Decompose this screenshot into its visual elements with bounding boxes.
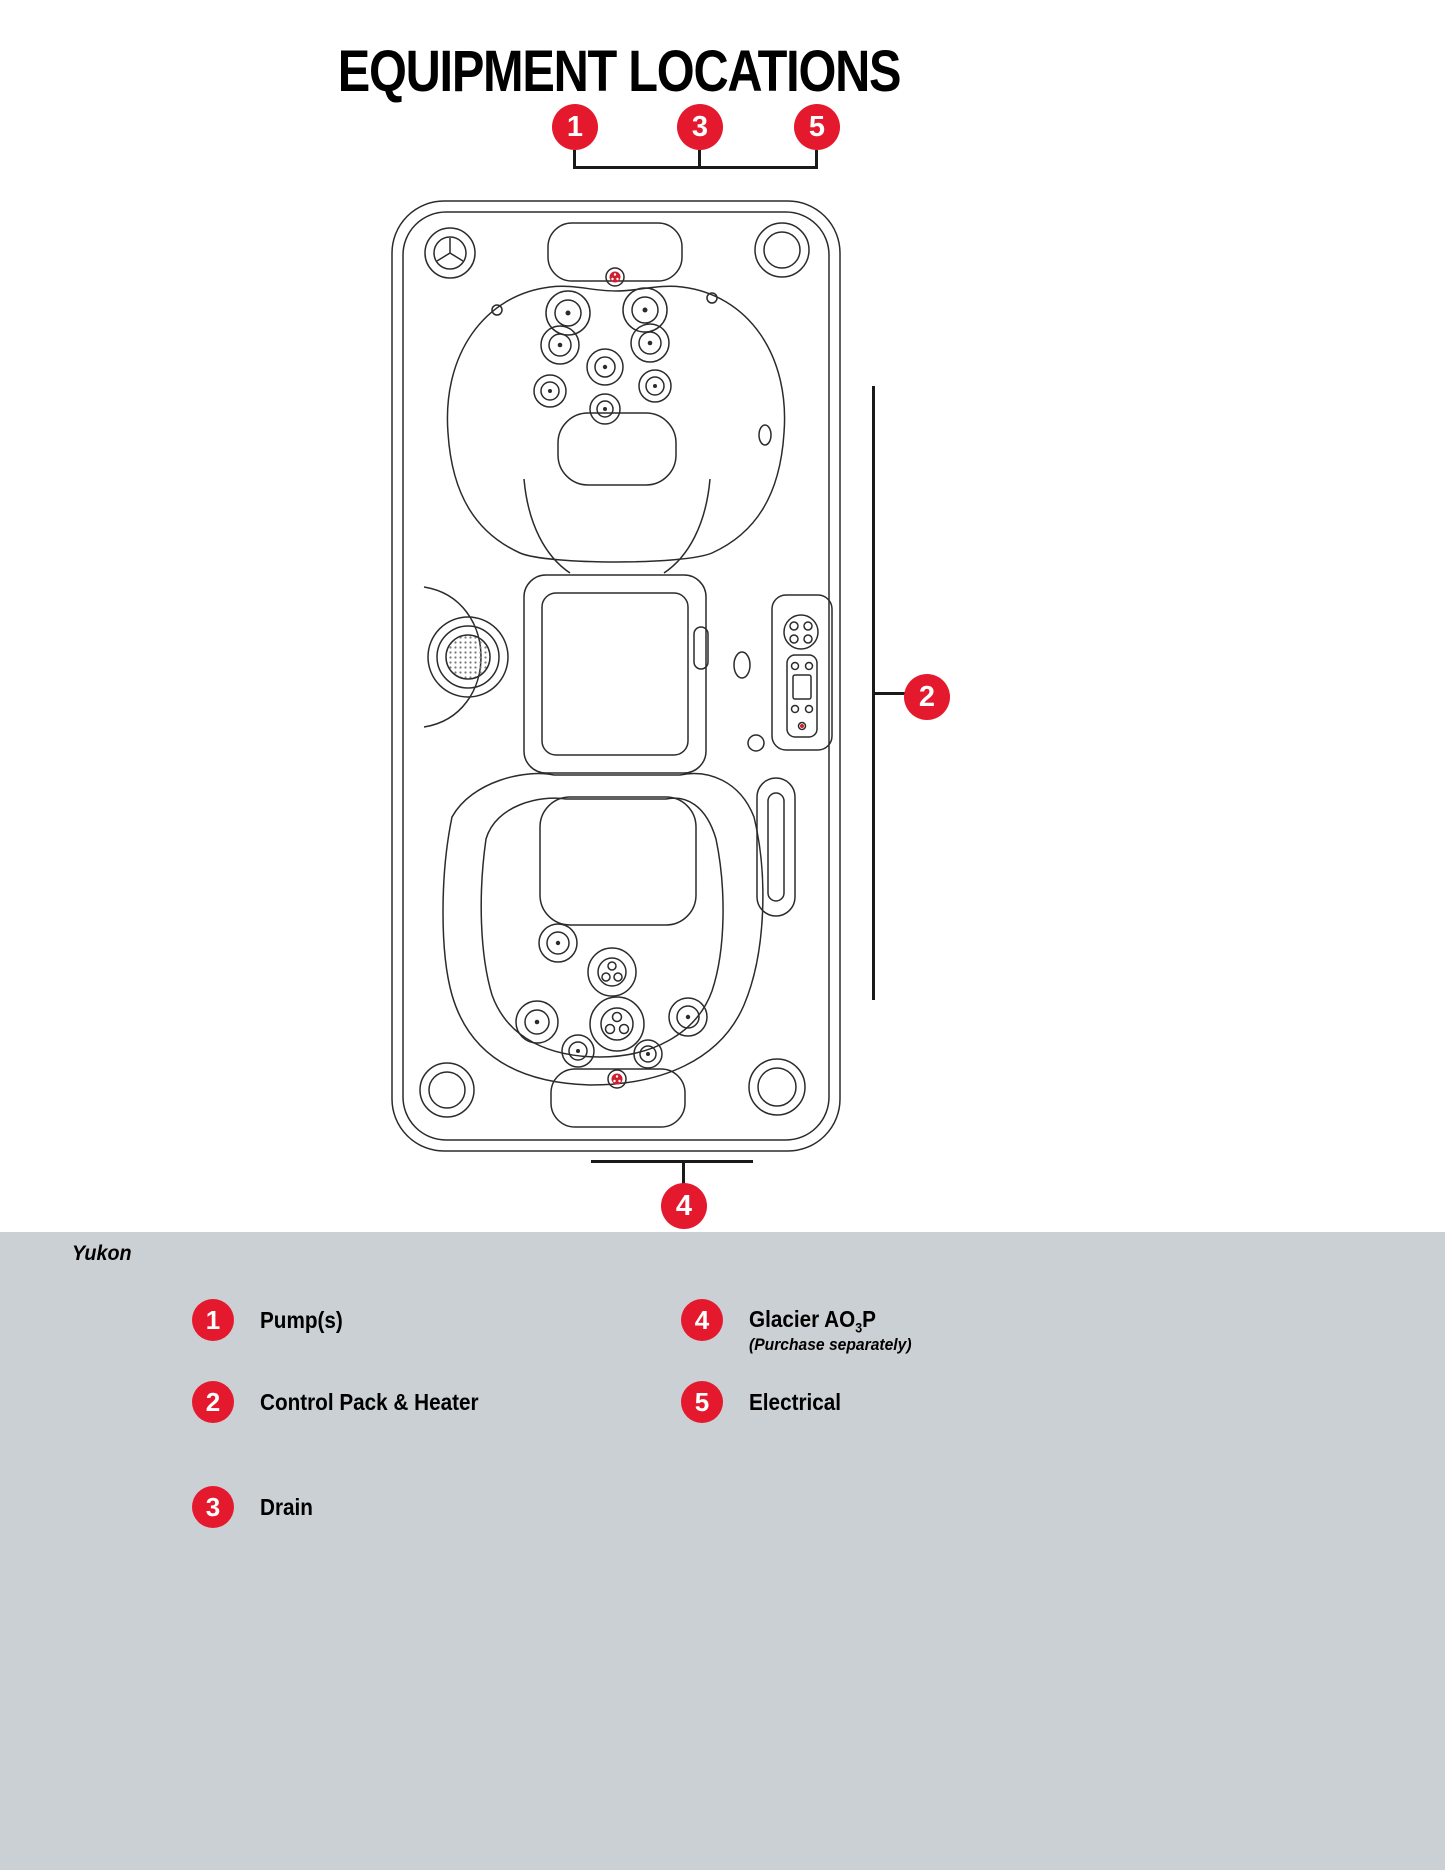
callout-badge-5: 5 bbox=[794, 104, 840, 150]
legend-label-glacier: Glacier AO3P bbox=[749, 1304, 908, 1336]
callout-1-leader-line bbox=[573, 150, 576, 169]
callout-2-leader-line bbox=[872, 692, 906, 695]
callout-number: 3 bbox=[691, 110, 709, 143]
legend-number-badge-5: 5 bbox=[681, 1381, 723, 1423]
callout-3-leader-line bbox=[698, 150, 701, 169]
legend-item-control-pack: 2 Control Pack & Heater bbox=[192, 1381, 503, 1423]
legend-number-badge-3: 3 bbox=[192, 1486, 234, 1528]
legend-number: 4 bbox=[694, 1304, 710, 1335]
legend-number-badge-4: 4 bbox=[681, 1299, 723, 1341]
callout-badge-1: 1 bbox=[552, 104, 598, 150]
callout-number: 2 bbox=[918, 680, 936, 713]
legend-item-drain: 3 Drain bbox=[192, 1486, 319, 1528]
legend-label-subscript: 3 bbox=[855, 1320, 863, 1336]
lower-seat-outline bbox=[442, 772, 764, 1086]
page-title: EQUIPMENT LOCATIONS bbox=[337, 39, 902, 104]
lower-seat-jets bbox=[515, 923, 708, 1069]
legend-label-text: P bbox=[862, 1306, 876, 1332]
legend-item-glacier: 4 Glacier AO3P (Purchase separately) bbox=[681, 1299, 926, 1355]
callout-number: 4 bbox=[675, 1189, 693, 1222]
legend-note-purchase-separately: (Purchase separately) bbox=[749, 1335, 912, 1354]
legend-number-badge-2: 2 bbox=[192, 1381, 234, 1423]
bottom-pillow bbox=[550, 1068, 686, 1128]
legend-item-pumps: 1 Pump(s) bbox=[192, 1299, 352, 1341]
top-bracket-line bbox=[573, 166, 818, 169]
legend-item-electrical: 5 Electrical bbox=[681, 1381, 851, 1423]
top-pillow bbox=[547, 222, 683, 287]
middle-seat bbox=[523, 412, 711, 574]
callout-5-leader-line bbox=[815, 150, 818, 169]
legend-label-glacier-stack: Glacier AO3P (Purchase separately) bbox=[749, 1299, 926, 1355]
legend-number: 1 bbox=[205, 1304, 221, 1335]
bottom-bracket-line bbox=[591, 1160, 753, 1163]
legend-number-badge-1: 1 bbox=[192, 1299, 234, 1341]
callout-badge-3: 3 bbox=[677, 104, 723, 150]
control-panel bbox=[771, 594, 833, 751]
legend-number: 3 bbox=[205, 1491, 221, 1522]
legend-label-electrical: Electrical bbox=[749, 1389, 842, 1415]
corner-fittings bbox=[419, 222, 810, 1118]
misc-fittings bbox=[733, 424, 772, 752]
model-name: Yukon bbox=[72, 1242, 132, 1265]
callout-number: 1 bbox=[566, 110, 584, 143]
callout-badge-4: 4 bbox=[661, 1183, 707, 1229]
legend-panel: Yukon 1 Pump(s) 2 Control Pack & Heater … bbox=[0, 1232, 1445, 1870]
upper-seat-outline bbox=[446, 285, 786, 563]
legend-label-text: Glacier AO bbox=[749, 1306, 856, 1332]
legend-label-pumps: Pump(s) bbox=[260, 1307, 343, 1333]
lounge-seat bbox=[523, 574, 709, 774]
callout-number: 5 bbox=[808, 110, 826, 143]
callout-badge-2: 2 bbox=[904, 674, 950, 720]
legend-number: 5 bbox=[694, 1386, 710, 1417]
legend-label-control-pack: Control Pack & Heater bbox=[260, 1389, 479, 1415]
legend-number: 2 bbox=[205, 1386, 221, 1417]
speaker bbox=[423, 586, 509, 728]
upper-seat-jets bbox=[533, 287, 672, 425]
callout-4-leader-line bbox=[682, 1160, 685, 1184]
legend-label-drain: Drain bbox=[260, 1494, 313, 1520]
tub-shell-outline bbox=[391, 200, 841, 1152]
hot-tub-top-view-diagram bbox=[391, 200, 841, 1152]
filter-handle bbox=[756, 777, 796, 917]
